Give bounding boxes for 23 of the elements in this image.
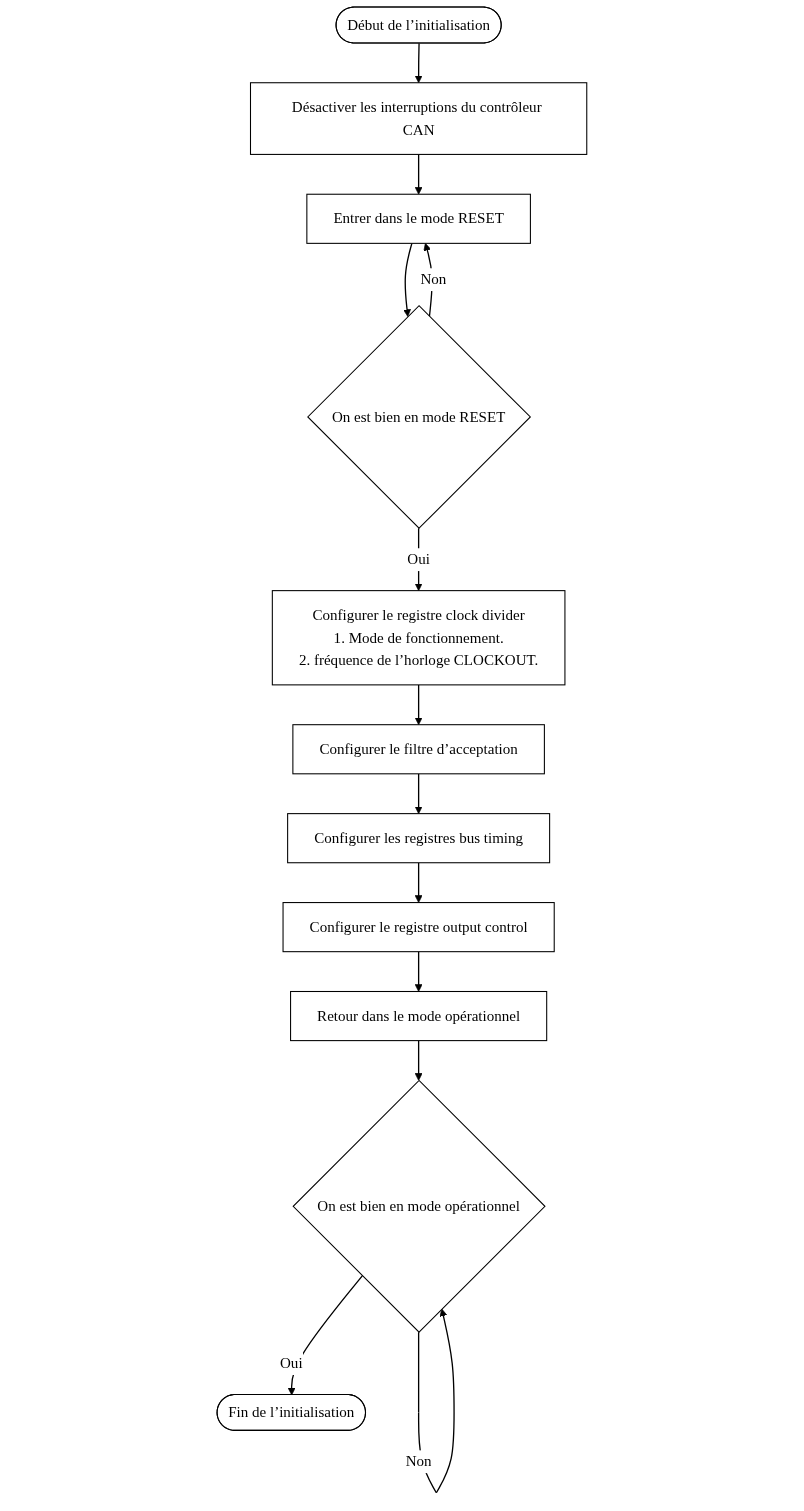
edge-label: Oui bbox=[407, 550, 430, 568]
arrow bbox=[287, 1275, 363, 1396]
node-box: Retour dans le mode opérationnel bbox=[290, 990, 548, 1042]
arrow bbox=[414, 1039, 423, 1081]
edge-label: Non bbox=[405, 1452, 432, 1470]
node-box: Désactiver les interruptions du contrôleur CAN bbox=[250, 82, 588, 155]
arrow bbox=[414, 951, 423, 992]
edge-label: Oui bbox=[280, 1354, 303, 1372]
edge-label: Non bbox=[420, 270, 447, 288]
arrow bbox=[414, 527, 423, 591]
node-box: Configurer les registres bus timing bbox=[287, 813, 551, 864]
node-diamond: On est bien en mode opérationnel bbox=[292, 1079, 546, 1333]
arrow bbox=[414, 684, 423, 726]
arrow bbox=[414, 42, 423, 84]
arrow bbox=[414, 153, 423, 195]
arrow bbox=[414, 862, 423, 903]
arrow bbox=[403, 242, 413, 317]
node-box: Configurer le registre clock divider 1. Mode de fonctionnement. 2. fréquence de l’horloge CLOCKOUT. bbox=[271, 590, 566, 686]
node-box: Configurer le filtre d’acceptation bbox=[292, 724, 545, 775]
node-box: Entrer dans le mode RESET bbox=[306, 193, 531, 244]
arrow bbox=[414, 773, 423, 814]
node-box: Configurer le registre output control bbox=[282, 902, 555, 953]
node-diamond: On est bien en mode RESET bbox=[307, 305, 532, 529]
